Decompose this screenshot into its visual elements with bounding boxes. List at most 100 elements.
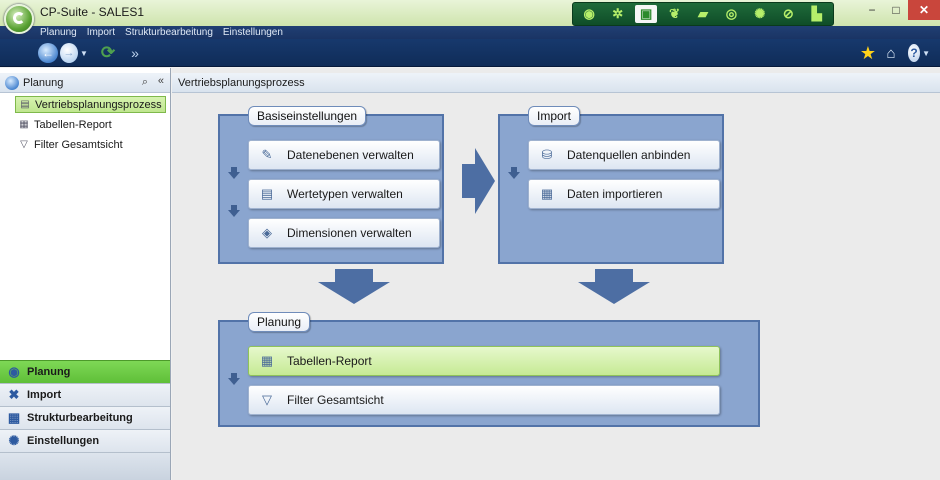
step-label: Daten importieren — [567, 187, 663, 201]
edit-levels-icon: ✎ — [261, 147, 273, 162]
window-controls: − □ ✕ — [860, 0, 940, 20]
tree-item-vertriebsplanungsprozess[interactable]: ▤ Vertriebsplanungsprozess — [15, 96, 166, 113]
forward-arrow-icon: → — [63, 47, 75, 59]
tree-item-label: Tabellen-Report — [34, 118, 112, 131]
refresh-icon: ⟳ — [100, 43, 116, 62]
dimensions-icon: ◈ — [262, 225, 272, 240]
collapse-panel-button[interactable]: « — [157, 75, 164, 87]
refresh-button[interactable]: ⟳ — [98, 43, 118, 63]
maximize-button[interactable]: □ — [892, 3, 900, 17]
history-dropdown-button[interactable]: ▼ — [79, 43, 89, 63]
window-title: CP-Suite - SALES1 — [40, 5, 145, 19]
step-wertetypen-verwalten[interactable]: ▤ Wertetypen verwalten — [248, 179, 440, 209]
nav-footer — [0, 452, 170, 480]
step-label: Filter Gesamtsicht — [287, 393, 384, 407]
nav-label: Strukturbearbeitung — [27, 412, 133, 424]
home-button[interactable]: ⌂ — [880, 43, 902, 63]
chevron-down-icon: ▼ — [922, 48, 930, 58]
back-arrow-icon: ← — [42, 46, 54, 60]
step-datenquellen-anbinden[interactable]: ⛁ Datenquellen anbinden — [528, 140, 720, 170]
skip-forward-icon: » — [131, 45, 139, 61]
gears-icon[interactable]: ✺ — [754, 6, 766, 21]
step-label: Wertetypen verwalten — [287, 187, 403, 201]
gear-icon: ✺ — [8, 433, 20, 448]
sales-cubes-icon[interactable]: ▣ — [634, 5, 658, 23]
step-dimensionen-verwalten[interactable]: ◈ Dimensionen verwalten — [248, 218, 440, 248]
arrow-down-icon — [228, 373, 240, 385]
step-daten-importieren[interactable]: ▦ Daten importieren — [528, 179, 720, 209]
close-button[interactable]: ✕ — [908, 0, 940, 20]
step-label: Dimensionen verwalten — [287, 226, 412, 240]
arrow-down-icon — [318, 269, 390, 304]
nav-strukturbearbeitung[interactable]: ▦ Strukturbearbeitung — [0, 406, 170, 429]
menu-import[interactable]: Import — [86, 27, 116, 38]
step-filter-gesamtsicht[interactable]: ▽ Filter Gesamtsicht — [248, 385, 720, 415]
home-icon: ⌂ — [886, 44, 896, 62]
nav-label: Einstellungen — [27, 435, 100, 447]
filter-icon: ▽ — [20, 139, 28, 150]
value-types-icon: ▤ — [260, 186, 274, 201]
left-panel-title: Planung — [23, 76, 64, 89]
arrow-down-icon — [508, 167, 520, 179]
tree-item-label: Vertriebsplanungsprozess — [35, 98, 162, 111]
group-label: Basiseinstellungen — [248, 106, 367, 126]
group-label: Planung — [248, 312, 311, 332]
app-logo-icon[interactable] — [4, 4, 34, 34]
leaf-icon[interactable]: ❦ — [669, 6, 680, 21]
database-icon: ⛁ — [541, 147, 553, 162]
arrow-down-icon — [578, 269, 650, 304]
left-panel-header: Planung ⌕ « — [0, 73, 170, 93]
step-label: Datenebenen verwalten — [287, 148, 414, 162]
menu-strukturbearbeitung[interactable]: Strukturbearbeitung — [125, 27, 213, 38]
money-icon[interactable]: ▰ — [697, 6, 708, 21]
minimize-button[interactable]: − — [868, 3, 876, 17]
left-panel: Planung ⌕ « ▤ Vertriebsplanungsprozess ▦… — [0, 68, 171, 480]
title-bar: CP-Suite - SALES1 ◉ ✲ ▣ ❦ ▰ ◎ ✺ ⊘ ▙ − □ … — [0, 0, 940, 26]
filter-icon: ▽ — [262, 392, 272, 407]
search-icon[interactable]: ⌕ — [141, 76, 148, 88]
group-import: Import ⛁ Datenquellen anbinden ▦ Daten i… — [498, 106, 724, 264]
forward-button[interactable]: → — [60, 43, 78, 63]
gear-bug-icon[interactable]: ✲ — [612, 6, 624, 21]
planung-icon — [5, 75, 19, 90]
navigation-pane: ◉ Planung ✖ Import ▦ Strukturbearbeitung… — [0, 360, 170, 480]
no-entry-icon[interactable]: ⊘ — [782, 6, 794, 21]
table-icon: ▦ — [19, 119, 29, 130]
skip-button[interactable]: » — [123, 43, 143, 63]
favorites-button[interactable]: ★ — [858, 43, 878, 63]
planung-icon: ◉ — [8, 364, 20, 379]
nav-import[interactable]: ✖ Import — [0, 383, 170, 406]
module-switcher: ◉ ✲ ▣ ❦ ▰ ◎ ✺ ⊘ ▙ — [572, 2, 834, 26]
nav-label: Planung — [27, 366, 71, 378]
arrow-right-icon — [462, 148, 495, 214]
menu-einstellungen[interactable]: Einstellungen — [222, 27, 283, 38]
group-planung: Planung ▦ Tabellen-Report ▽ Filter Gesam… — [218, 312, 760, 427]
tools-icon: ✖ — [8, 387, 20, 402]
step-tabellen-report[interactable]: ▦ Tabellen-Report — [248, 346, 720, 376]
menu-planung[interactable]: Planung — [40, 27, 77, 38]
group-basiseinstellungen: Basiseinstellungen ✎ Datenebenen verwalt… — [218, 106, 444, 264]
main-area: Vertriebsplanungsprozess Basiseinstellun… — [172, 68, 940, 480]
help-button[interactable]: ? ▼ — [908, 43, 930, 63]
chart-person-icon[interactable]: ▙ — [811, 6, 822, 21]
nav-einstellungen[interactable]: ✺ Einstellungen — [0, 429, 170, 452]
tree-item-filter-gesamtsicht[interactable]: ▽ Filter Gesamtsicht — [15, 136, 123, 153]
structure-icon: ▦ — [7, 410, 21, 425]
tree-item-label: Filter Gesamtsicht — [34, 138, 123, 151]
circle-grid-icon[interactable]: ◉ — [583, 6, 595, 21]
import-table-icon: ▦ — [540, 186, 554, 201]
step-label: Datenquellen anbinden — [567, 148, 691, 162]
arrow-down-icon — [228, 167, 240, 179]
process-icon: ▤ — [20, 99, 30, 110]
cycle-icon[interactable]: ◎ — [725, 6, 738, 21]
chevron-down-icon: ▼ — [80, 48, 88, 58]
step-label: Tabellen-Report — [287, 354, 372, 368]
group-label: Import — [528, 106, 581, 126]
nav-label: Import — [27, 389, 62, 401]
tree-item-tabellen-report[interactable]: ▦ Tabellen-Report — [15, 116, 112, 133]
arrow-down-icon — [228, 205, 240, 217]
table-report-icon: ▦ — [260, 353, 274, 368]
step-datenebenen-verwalten[interactable]: ✎ Datenebenen verwalten — [248, 140, 440, 170]
back-button[interactable]: ← — [38, 43, 58, 63]
nav-planung[interactable]: ◉ Planung — [0, 360, 170, 383]
